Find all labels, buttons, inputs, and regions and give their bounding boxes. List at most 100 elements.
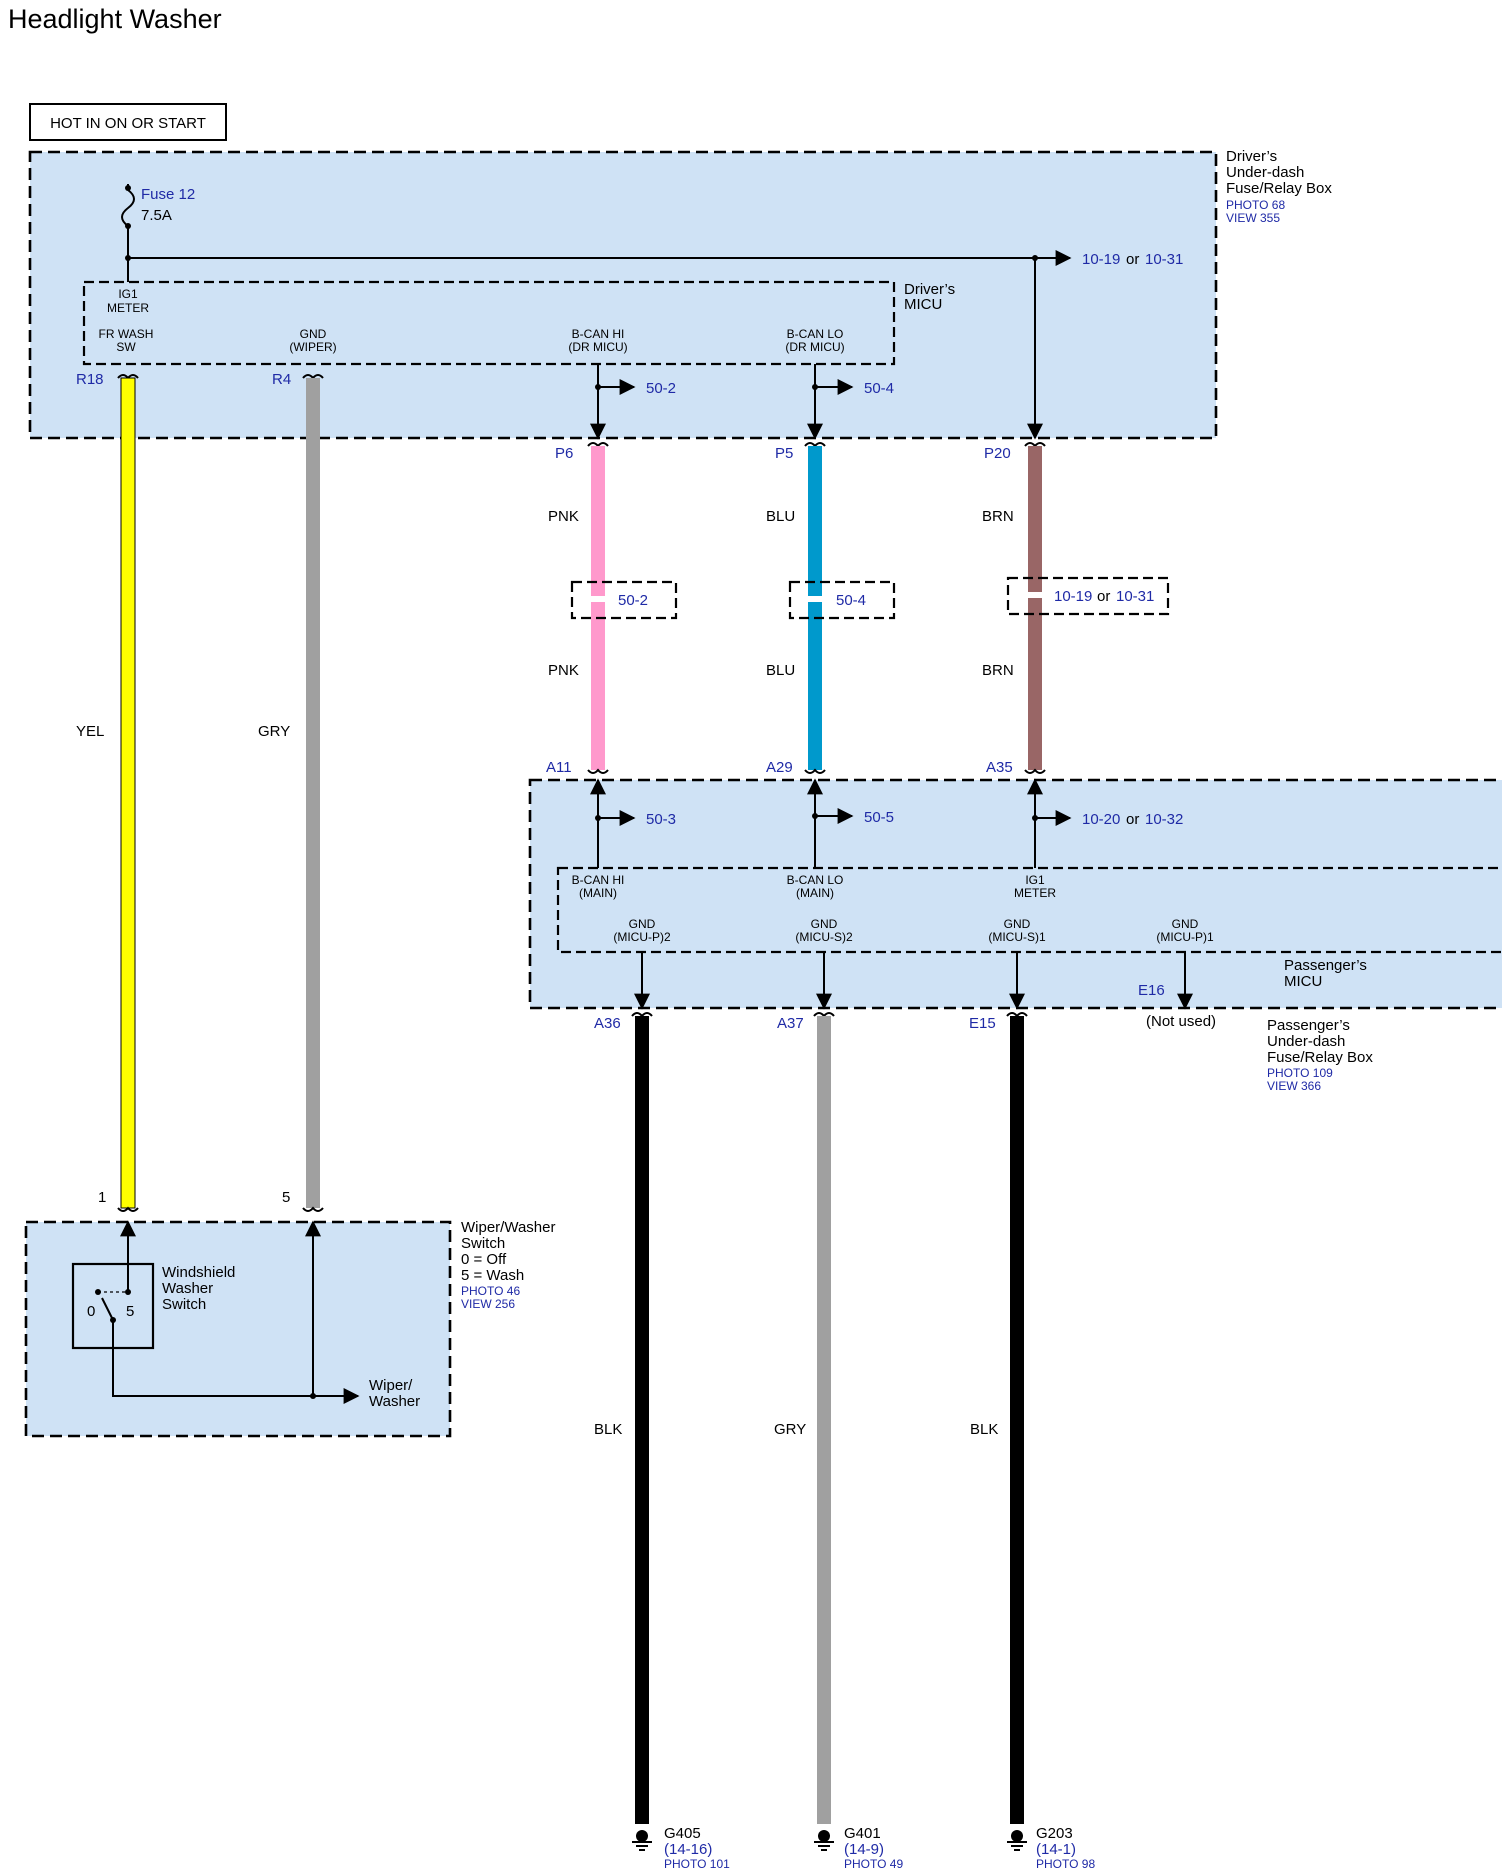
e15-ground-wire — [1010, 1016, 1024, 1824]
a37-ground-wire — [817, 1016, 831, 1824]
a35-connector — [1024, 768, 1046, 774]
drivers-pin-bcanhi-2: (DR MICU) — [568, 340, 627, 354]
a36-connector — [631, 1012, 653, 1018]
bcanlo-ref: 50-4 — [864, 380, 894, 397]
ground-g405-photo: PHOTO 101 — [664, 1857, 730, 1870]
hot-label: HOT IN ON OR START — [50, 115, 206, 132]
blu-splice-box — [788, 580, 896, 620]
blu-splice-ref: 50-4 — [836, 592, 866, 609]
ground-g401: G401 — [844, 1825, 881, 1842]
terminal-a11: A11 — [546, 759, 572, 776]
wiper-pin-5: 5 — [282, 1189, 290, 1206]
pass-pin-gnds1-1: GND — [1004, 917, 1031, 931]
pass-pin-bcanlo-1: B-CAN LO — [787, 873, 844, 887]
drivers-pin-frwash-1: FR WASH — [99, 327, 154, 341]
switch-position-5: 5 — [126, 1303, 134, 1320]
drivers-box-name-1: Driver’s — [1226, 148, 1277, 165]
fuse-rating: 7.5A — [141, 207, 172, 224]
a35-ref-a: 10-20 — [1082, 811, 1120, 828]
p20-connector — [1024, 442, 1046, 448]
passengers-micu-name-2: MICU — [1284, 973, 1322, 990]
passengers-box-photo: PHOTO 109 — [1267, 1066, 1333, 1080]
terminal-p6: P6 — [555, 445, 573, 462]
ground-g405-icon — [632, 1830, 652, 1851]
drivers-ig1-label-2: METER — [107, 301, 149, 315]
ground-g401-ref: (14-9) — [844, 1841, 884, 1858]
hot-label-box — [29, 103, 227, 141]
pin5-connector — [302, 1206, 324, 1212]
pass-pin-gndp1-2: (MICU-P)1 — [1156, 930, 1214, 944]
terminal-p5: P5 — [775, 445, 793, 462]
wiper-label-1: Wiper/ — [369, 1377, 413, 1394]
a36-wire-color: BLK — [594, 1421, 622, 1438]
washer-switch-label-2: Washer — [162, 1280, 213, 1297]
drivers-micu-name-1: Driver’s — [904, 281, 955, 298]
drivers-fuse-box-label: Driver’s Under-dash Fuse/Relay Box PHOTO… — [1226, 148, 1332, 225]
drivers-box-name-3: Fuse/Relay Box — [1226, 180, 1332, 197]
drivers-box-name-2: Under-dash — [1226, 164, 1304, 181]
ground-g401-photo: PHOTO 49 — [844, 1857, 903, 1870]
pass-pin-ig1-2: METER — [1014, 886, 1056, 900]
wiper-washer-switch-box — [24, 1220, 452, 1438]
passengers-box-name-1: Passenger’s — [1267, 1017, 1350, 1034]
washer-switch-label-3: Switch — [162, 1296, 206, 1313]
drivers-pin-bcanlo-2: (DR MICU) — [785, 340, 844, 354]
pass-pin-gndp2-1: GND — [629, 917, 656, 931]
terminal-a29: A29 — [766, 759, 793, 776]
switch-position-0: 0 — [87, 1303, 95, 1320]
a11-ref: 50-3 — [646, 811, 676, 828]
drivers-pin-bcanlo-1: B-CAN LO — [787, 327, 844, 341]
a37-connector — [813, 1012, 835, 1018]
passengers-fuse-box-label: Passenger’s Under-dash Fuse/Relay Box PH… — [1267, 1017, 1373, 1093]
ground-g203-ref: (14-1) — [1036, 1841, 1076, 1858]
wiper-switch-name-1: Wiper/Washer — [461, 1219, 555, 1236]
pin1-connector — [117, 1206, 139, 1212]
a35-ref-or: or — [1126, 811, 1139, 828]
p6-connector — [587, 442, 609, 448]
terminal-p20: P20 — [984, 445, 1011, 462]
pnk-splice-box — [570, 580, 678, 620]
ig1-ref-a: 10-19 — [1082, 251, 1120, 268]
fuse-terminal-top — [125, 185, 131, 191]
terminal-r4: R4 — [272, 371, 291, 388]
terminal-e15: E15 — [969, 1015, 996, 1032]
pass-pin-bcanhi-2: (MAIN) — [579, 886, 617, 900]
drivers-pin-gndwiper-1: GND — [300, 327, 327, 341]
ground-g203-icon — [1007, 1830, 1027, 1851]
pnk-splice-break — [586, 596, 610, 602]
brn-splice-break — [1023, 592, 1047, 598]
brn-wire-color-bottom: BRN — [982, 662, 1014, 679]
ground-g203-photo: PHOTO 98 — [1036, 1857, 1095, 1870]
wiper-washer-switch-label: Wiper/Washer Switch 0 = Off 5 = Wash PHO… — [461, 1219, 555, 1311]
drivers-pin-bcanhi-1: B-CAN HI — [572, 327, 625, 341]
terminal-r18: R18 — [76, 371, 104, 388]
a37-wire-color: GRY — [774, 1421, 806, 1438]
pnk-wire-color-bottom: PNK — [548, 662, 579, 679]
a29-ref: 50-5 — [864, 809, 894, 826]
a29-connector — [804, 768, 826, 774]
p5-connector — [804, 442, 826, 448]
passengers-box-name-2: Under-dash — [1267, 1033, 1345, 1050]
e15-wire-color: BLK — [970, 1421, 998, 1438]
ground-g401-icon — [814, 1830, 834, 1851]
pass-pin-gnds2-2: (MICU-S)2 — [795, 930, 853, 944]
pass-pin-bcanlo-2: (MAIN) — [796, 886, 834, 900]
ground-g405-ref: (14-16) — [664, 1841, 712, 1858]
blu-wire-color-top: BLU — [766, 508, 795, 525]
fuse-12-icon — [121, 189, 135, 227]
wiper-label-2: Washer — [369, 1393, 420, 1410]
pass-pin-gnds2-1: GND — [811, 917, 838, 931]
pass-pin-bcanhi-1: B-CAN HI — [572, 873, 625, 887]
ig1-ref-or: or — [1126, 251, 1139, 268]
wiper-switch-view: VIEW 256 — [461, 1297, 515, 1311]
washer-switch-label-1: Windshield — [162, 1264, 235, 1281]
drivers-fuse-box — [28, 150, 1218, 440]
wiper-switch-name-2: Switch — [461, 1235, 505, 1252]
e16-not-used: (Not used) — [1146, 1013, 1216, 1030]
e15-connector — [1006, 1012, 1028, 1018]
gry-wire — [306, 378, 320, 1208]
bcanhi-ref: 50-2 — [646, 380, 676, 397]
pass-pin-ig1-1: IG1 — [1025, 873, 1045, 887]
brn-wire-color-top: BRN — [982, 508, 1014, 525]
drivers-pin-gndwiper-2: (WIPER) — [289, 340, 336, 354]
